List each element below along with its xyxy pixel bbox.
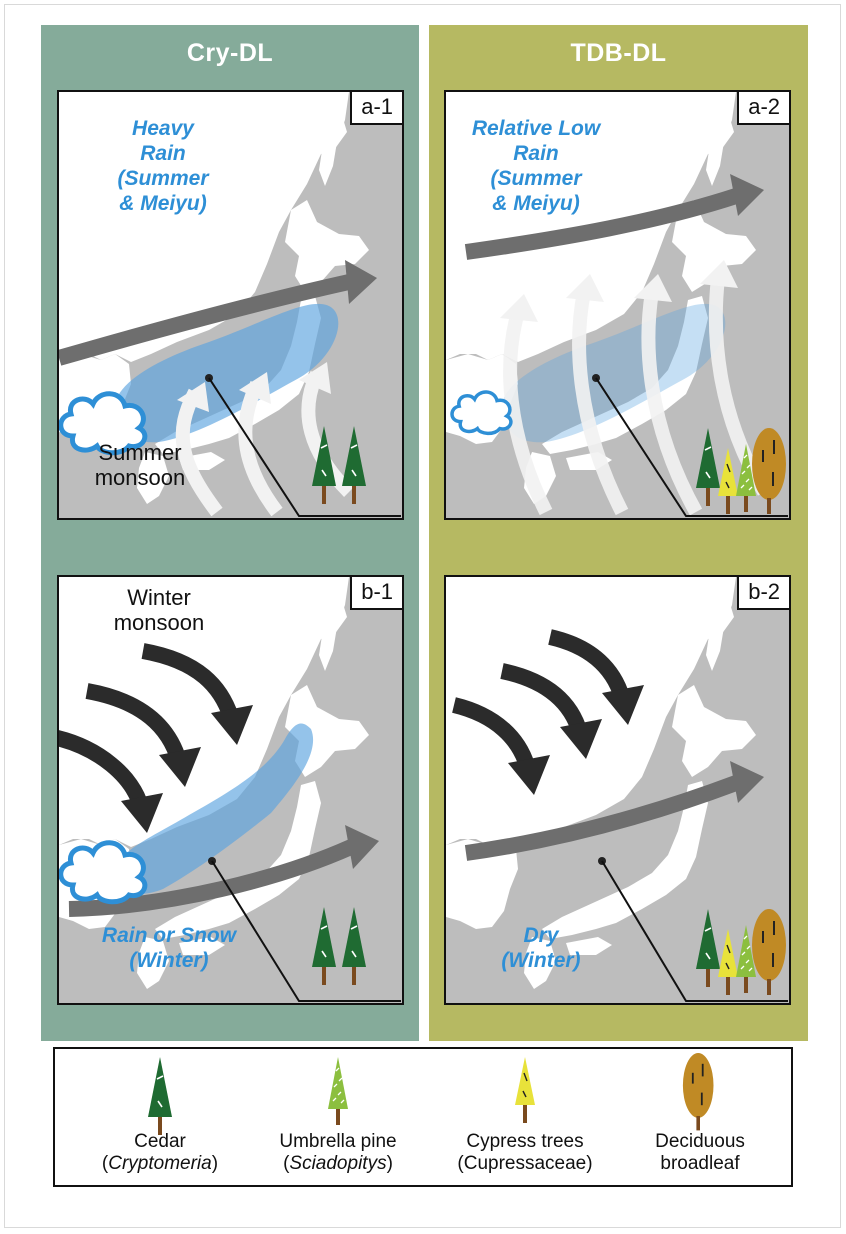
- cedar-tree-icon: [341, 906, 367, 986]
- column-tdb-dl: TDB-DL a-2 Rel: [429, 25, 808, 1041]
- column-cry-dl: Cry-DL a-1 Heavy Rain (: [41, 25, 419, 1041]
- deciduous-tree-icon: [751, 908, 787, 996]
- legend-label-deciduous: Deciduous: [655, 1131, 745, 1152]
- cypress-tree-icon: [717, 447, 739, 515]
- panel-label: a-1: [350, 92, 402, 125]
- legend-item-deciduous: Deciduous broadleaf: [625, 1049, 775, 1185]
- panel-b2-winter-tdb: b-2 Dry (Winter): [444, 575, 791, 1005]
- annotation-winter-monsoon: Winter monsoon: [113, 585, 205, 635]
- deciduous-tree-icon: [751, 427, 787, 515]
- cypress-tree-icon: [514, 1057, 536, 1124]
- legend-latin-umbrella-pine: Sciadopitys: [289, 1153, 387, 1174]
- rain-band: [114, 723, 314, 894]
- deciduous-tree-icon: [682, 1053, 715, 1132]
- cypress-tree-icon: [717, 928, 739, 996]
- cedar-tree-icon: [695, 427, 721, 507]
- rain-band: [114, 303, 339, 443]
- legend-label-broadleaf: broadleaf: [660, 1153, 740, 1174]
- cedar-tree-icon: [695, 908, 721, 988]
- cedar-tree-icon: [147, 1057, 173, 1136]
- panel-a1-summer-cry: a-1 Heavy Rain (Summer & Meiyu) Summer m…: [57, 90, 404, 520]
- annotation-summer-monsoon: Summer monsoon: [94, 440, 186, 490]
- legend-latin-cedar: Cryptomeria: [108, 1153, 212, 1174]
- column-title-tdb: TDB-DL: [570, 39, 667, 67]
- cedar-tree-icon: [311, 906, 337, 986]
- legend-latin-cypress: (Cupressaceae): [457, 1153, 593, 1174]
- legend-label-cypress: Cypress trees: [466, 1131, 584, 1152]
- panel-label: a-2: [737, 92, 789, 125]
- map-a2: [446, 92, 788, 517]
- annotation-heavy-rain: Heavy Rain (Summer & Meiyu): [117, 117, 209, 215]
- rain-band: [501, 303, 726, 443]
- map-a1: [59, 92, 401, 517]
- westerly-arrowhead: [730, 174, 764, 216]
- legend: Cedar (Cryptomeria) Umbrella pine (Sciad…: [53, 1047, 793, 1187]
- panel-a2-summer-tdb: a-2 Relative Low Rain (Summer & Meiyu): [444, 90, 791, 520]
- legend-item-umbrella-pine: Umbrella pine (Sciadopitys): [253, 1049, 423, 1185]
- panel-label: b-1: [350, 577, 402, 610]
- column-title-cry: Cry-DL: [186, 39, 274, 67]
- westerly-arrowhead: [345, 825, 379, 869]
- panel-b1-winter-cry: b-1 Winter monsoon Rain or Snow (Winter): [57, 575, 404, 1005]
- westerly-arrowhead: [730, 761, 764, 803]
- legend-label-cedar: Cedar: [134, 1131, 186, 1152]
- legend-item-cypress: Cypress trees (Cupressaceae): [435, 1049, 615, 1185]
- panel-label: b-2: [737, 577, 789, 610]
- annotation-dry: Dry (Winter): [501, 924, 581, 972]
- map-b1: [59, 577, 401, 1002]
- legend-item-cedar: Cedar (Cryptomeria): [75, 1049, 245, 1185]
- map-b2: [446, 577, 788, 1002]
- westerly-arrowhead: [345, 260, 377, 304]
- annotation-rain-or-snow: Rain or Snow (Winter): [101, 924, 237, 972]
- umbrella-pine-icon: [327, 1057, 349, 1126]
- annotation-relative-low-rain: Relative Low Rain (Summer & Meiyu): [471, 117, 601, 215]
- legend-label-umbrella-pine: Umbrella pine: [279, 1131, 397, 1152]
